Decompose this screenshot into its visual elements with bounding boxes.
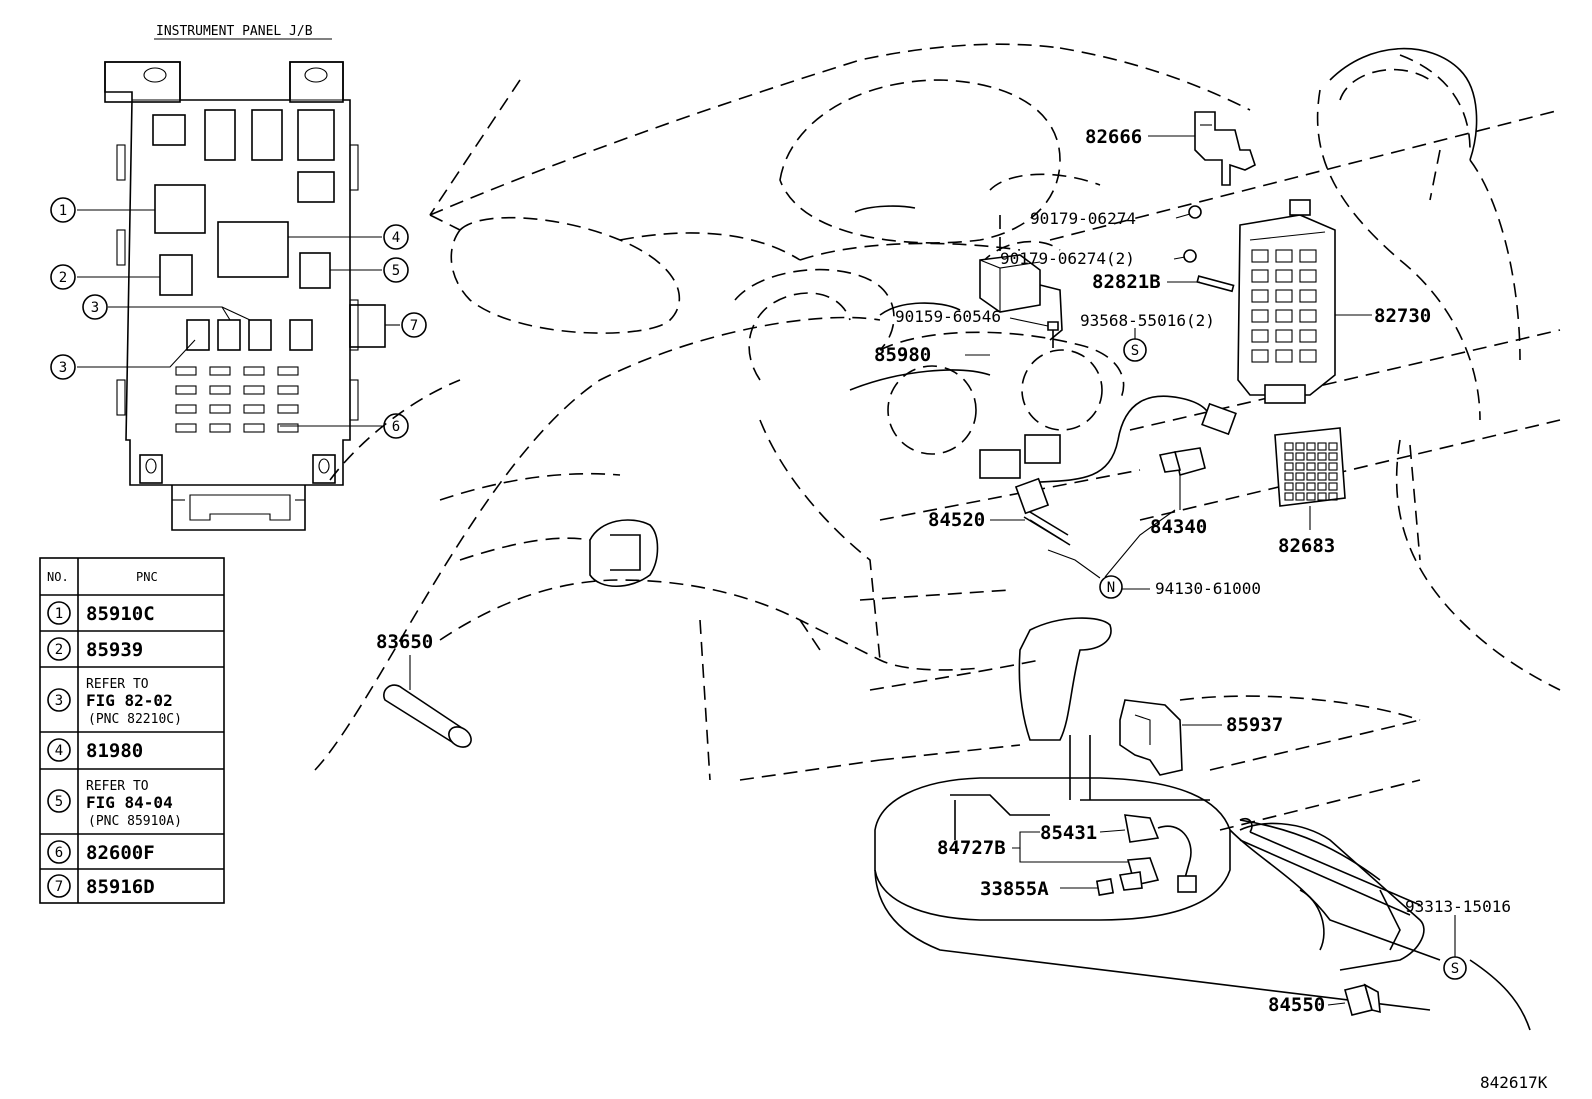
leader-lines: [409, 135, 1456, 1006]
lighter-83650: [383, 684, 472, 748]
callout-6: 6: [383, 413, 409, 439]
svg-text:3: 3: [59, 360, 67, 376]
switch-84727b: [1118, 857, 1160, 891]
screw-marker-s-upper: S: [1123, 338, 1147, 362]
pin-82821b: [1196, 275, 1235, 293]
callout-4: 4: [383, 224, 409, 250]
svg-text:3: 3: [55, 693, 63, 709]
label-84727b: 84727B: [937, 837, 1006, 859]
label-85937: 85937: [1226, 714, 1283, 736]
svg-text:(PNC 85910A): (PNC 85910A): [88, 814, 182, 829]
callout-3-upper: 3: [82, 294, 108, 320]
clip-90179-a: [1188, 205, 1202, 219]
label-83650: 83650: [376, 631, 433, 653]
table-row: 5 REFER TO FIG 84-04 (PNC 85910A): [47, 779, 182, 829]
label-84550: 84550: [1268, 994, 1325, 1016]
label-85431: 85431: [1040, 822, 1097, 844]
svg-text:2: 2: [55, 642, 63, 658]
junction-block-82730: [1237, 199, 1336, 404]
table-row: 1 85910C: [47, 601, 155, 625]
svg-text:REFER TO: REFER TO: [86, 677, 149, 692]
label-82730: 82730: [1374, 305, 1431, 327]
clip-90179-b: [1183, 249, 1197, 263]
svg-text:6: 6: [392, 419, 400, 435]
bracket-82666: [1194, 111, 1256, 186]
pnc-table: NO. PNC 1 85910C 2 85939 3 REFER TO FIG …: [39, 557, 225, 904]
svg-text:5: 5: [392, 263, 400, 279]
svg-text:82600F: 82600F: [86, 842, 155, 864]
svg-text:N: N: [1107, 580, 1115, 596]
label-84340: 84340: [1150, 516, 1207, 538]
screw-marker-s-lower: S: [1443, 956, 1467, 980]
svg-text:1: 1: [55, 606, 63, 622]
svg-text:(PNC 82210C): (PNC 82210C): [88, 712, 182, 727]
svg-text:81980: 81980: [86, 740, 143, 762]
svg-text:4: 4: [55, 743, 63, 759]
label-93568-55016-2: 93568-55016(2): [1080, 311, 1215, 330]
svg-text:S: S: [1131, 343, 1139, 359]
svg-text:FIG 82-02: FIG 82-02: [86, 691, 173, 710]
cap-33855a: [1095, 877, 1115, 897]
svg-text:85916D: 85916D: [86, 876, 155, 898]
junction-block-outline: [104, 61, 351, 486]
svg-text:2: 2: [59, 270, 67, 286]
table-header-pnc: PNC: [136, 570, 158, 584]
svg-text:1: 1: [59, 203, 67, 219]
jb-title: INSTRUMENT PANEL J/B: [156, 24, 313, 39]
switch-84340: [1158, 447, 1206, 476]
label-90179-06274: 90179-06274: [1030, 209, 1136, 228]
callout-5: 5: [383, 257, 409, 283]
label-90179-06274-2: 90179-06274(2): [1000, 249, 1135, 268]
label-93313-15016: 93313-15016: [1405, 897, 1511, 916]
dashboard-outline: [314, 43, 1561, 1031]
panel-82683: [1274, 427, 1346, 507]
callout-1: 1: [50, 197, 76, 223]
harness-84520: [1014, 395, 1237, 546]
table-row: 7 85916D: [47, 874, 155, 898]
bracket-85937: [1119, 699, 1183, 776]
switch-84550: [1344, 983, 1381, 1016]
junction-block-view: INSTRUMENT PANEL J/B: [50, 24, 427, 531]
table-row: 2 85939: [47, 637, 143, 661]
table-row: 3 REFER TO FIG 82-02 (PNC 82210C): [47, 677, 182, 727]
svg-text:85939: 85939: [86, 639, 143, 661]
label-33855a: 33855A: [980, 878, 1049, 900]
callout-3-lower: 3: [50, 354, 76, 380]
table-row: 6 82600F: [47, 840, 155, 864]
label-82683: 82683: [1278, 535, 1335, 557]
svg-text:5: 5: [55, 794, 63, 810]
label-82666: 82666: [1085, 126, 1142, 148]
nut-marker-n: N: [1099, 575, 1123, 599]
fuse-grid: [175, 366, 299, 433]
svg-text:3: 3: [91, 300, 99, 316]
callout-7: 7: [401, 312, 427, 338]
figure-code: 842617K: [1480, 1073, 1548, 1092]
table-header-no: NO.: [47, 570, 69, 584]
svg-text:FIG 84-04: FIG 84-04: [86, 793, 173, 812]
bolt-90159: [1047, 321, 1059, 348]
svg-text:6: 6: [55, 845, 63, 861]
svg-text:7: 7: [55, 879, 63, 895]
label-90159-60546: 90159-60546: [895, 307, 1001, 326]
label-85980: 85980: [874, 344, 931, 366]
svg-text:REFER TO: REFER TO: [86, 779, 149, 794]
switch-85431: [1124, 814, 1197, 893]
svg-text:7: 7: [410, 318, 418, 334]
label-84520: 84520: [928, 509, 985, 531]
relay-85980: [979, 254, 1063, 479]
callout-2: 2: [50, 264, 76, 290]
svg-text:85910C: 85910C: [86, 603, 155, 625]
svg-text:S: S: [1451, 961, 1459, 977]
svg-text:4: 4: [392, 230, 400, 246]
label-94130-61000: 94130-61000: [1155, 579, 1261, 598]
table-row: 4 81980: [47, 738, 143, 762]
label-82821b: 82821B: [1092, 271, 1161, 293]
